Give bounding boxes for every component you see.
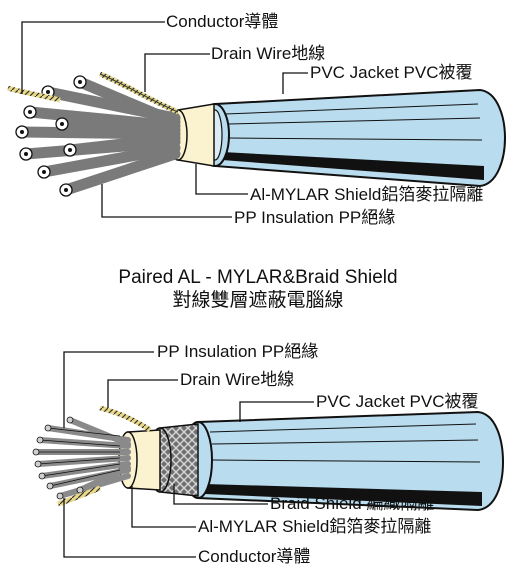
insulated-conductors-1: [15, 75, 181, 197]
cable-diagram-1: [7, 21, 507, 218]
stranded-conductors-2: [32, 416, 131, 500]
pvc-jacket-2: [183, 410, 505, 512]
al-mylar-shield-label-2: Al-MYLAR Shield鋁箔麥拉隔離: [198, 517, 432, 536]
al-mylar-shield-label-1: Al-MYLAR Shield鋁箔麥拉隔離: [250, 185, 484, 204]
leader-lines-1: [21, 21, 308, 218]
drain-wire-2: [57, 405, 152, 507]
cable-title-english: Paired AL - MYLAR&Braid Shield: [118, 267, 398, 288]
drain-wire-1: [7, 71, 179, 115]
pvc-jacket-label-1: PVC Jacket PVC被覆: [310, 63, 473, 82]
pp-insulation-label-2: PP Insulation PP絕緣: [157, 342, 319, 361]
pp-insulation-label-1: PP Insulation PP絕緣: [234, 208, 396, 227]
pvc-jacket-1: [200, 88, 507, 188]
conductor-label-1: Conductor導體: [166, 12, 279, 31]
braid-shield-label: Braid Shield 編織隔離: [270, 494, 435, 513]
drain-wire-label-2: Drain Wire地線: [180, 370, 295, 389]
cable-title-chinese: 對線雙層遮蔽電腦線: [172, 290, 344, 311]
pvc-jacket-label-2: PVC Jacket PVC被覆: [316, 392, 479, 411]
cable-diagram-2: [32, 351, 505, 558]
conductor-label-2: Conductor導體: [198, 547, 311, 566]
drain-wire-label-1: Drain Wire地線: [211, 44, 326, 63]
leader-lines-2: [63, 351, 314, 558]
